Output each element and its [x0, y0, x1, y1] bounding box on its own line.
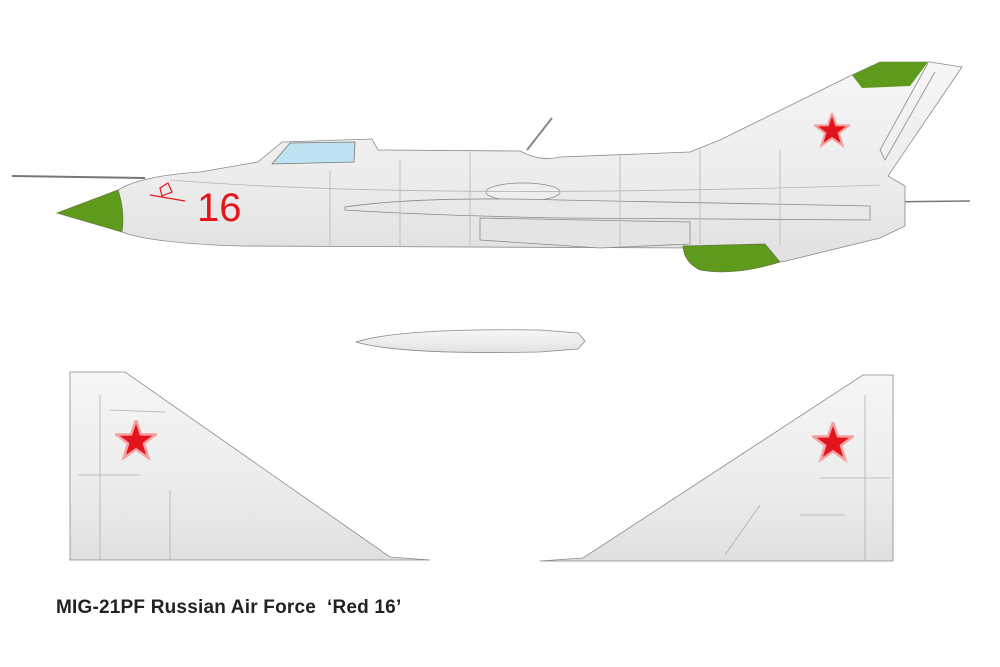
right-wing-details [724, 395, 890, 561]
right-wing [539, 374, 894, 562]
left-wing [69, 371, 431, 561]
fuselage-bulge [485, 182, 561, 202]
landing-gear-bay [479, 217, 691, 249]
left-wing-plan [69, 371, 431, 561]
rudder [879, 62, 936, 161]
wing-root-and-missile [344, 198, 871, 221]
right-wing-plan [539, 374, 894, 562]
squadron-emblem [149, 182, 186, 202]
drop-tank [354, 329, 586, 353]
pitot-probe [11, 175, 146, 179]
left-wing-details [78, 395, 171, 560]
aircraft-number: 16 [197, 186, 242, 230]
ventral-fin-green [682, 243, 781, 273]
antenna [526, 117, 553, 151]
side-profile [11, 61, 971, 273]
panel-lines [169, 150, 881, 246]
fin-tip-green [852, 62, 928, 88]
caption: MIG-21PF Russian Air Force ‘Red 16’ [56, 597, 402, 618]
canopy [271, 141, 356, 165]
nose-cone [55, 189, 124, 233]
